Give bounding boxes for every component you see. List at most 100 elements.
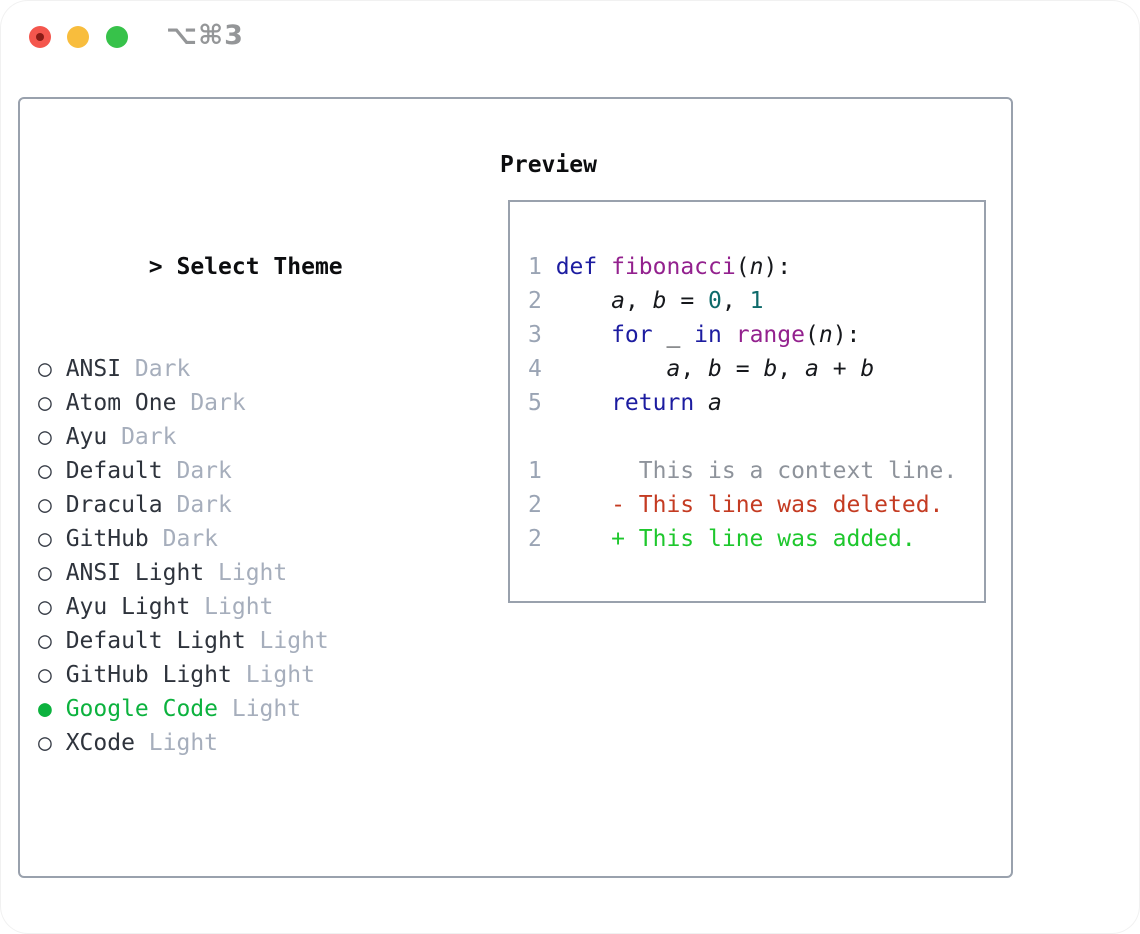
code-token: (	[735, 254, 750, 280]
radio-unselected-icon: ○	[38, 628, 52, 654]
diff-text: This is a context line.	[555, 458, 958, 484]
theme-name: Atom One	[65, 390, 177, 416]
theme-variant: Light	[245, 662, 315, 688]
radio-unselected-icon: ○	[38, 662, 52, 688]
radio-unselected-icon: ○	[38, 458, 52, 484]
code-token: a	[611, 288, 625, 314]
code-token: ):	[832, 322, 861, 348]
theme-name: Ayu Light	[65, 594, 191, 620]
line-number: 3	[528, 322, 542, 348]
zoom-button[interactable]	[106, 26, 128, 48]
radio-unselected-icon: ○	[38, 492, 52, 518]
theme-option[interactable]: ○ ANSI Light Light	[38, 556, 426, 590]
minimize-button[interactable]	[67, 26, 89, 48]
diff-line-context: 1 This is a context line.	[528, 454, 957, 488]
close-button-dot	[36, 33, 44, 41]
theme-option[interactable]: ○ Atom One Dark	[38, 386, 426, 420]
code-token: b	[652, 288, 667, 314]
theme-option[interactable]: ○ Default Light Light	[38, 624, 426, 658]
code-token: a	[805, 356, 819, 382]
code-token: ,	[624, 288, 653, 314]
code-token	[556, 356, 667, 382]
code-token: return	[611, 390, 695, 416]
radio-unselected-icon: ○	[38, 594, 52, 620]
radio-unselected-icon: ○	[38, 356, 52, 382]
code-token	[722, 322, 736, 348]
code-token: b	[763, 356, 778, 382]
theme-variant: Dark	[121, 424, 177, 450]
theme-option[interactable]: ○ ANSI Dark	[38, 352, 426, 386]
theme-variant: Dark	[190, 390, 246, 416]
code-token: b	[860, 356, 875, 382]
diff-text: - This line was deleted.	[555, 492, 944, 518]
code-token	[597, 254, 611, 280]
blank-line	[528, 420, 957, 454]
diff-line-deleted: 2 - This line was deleted.	[528, 488, 957, 522]
theme-name: ANSI Light	[65, 560, 205, 586]
theme-name: GitHub	[65, 526, 149, 552]
theme-variant: Light	[231, 696, 302, 722]
line-number: 4	[528, 356, 542, 382]
theme-name: Default Light	[65, 628, 246, 654]
code-token: a	[708, 390, 722, 416]
code-token: 0	[708, 288, 722, 314]
code-line: 3 for _ in range(n):	[528, 318, 957, 352]
line-number: 5	[528, 390, 542, 416]
radio-unselected-icon: ○	[38, 560, 52, 586]
theme-variant: Light	[259, 628, 329, 654]
code-token: n	[818, 322, 833, 348]
code-token: n	[749, 254, 764, 280]
close-button[interactable]	[29, 26, 51, 48]
line-number: 2	[528, 492, 542, 518]
code-token: =	[666, 288, 709, 314]
code-token: +	[818, 356, 861, 382]
theme-name: XCode	[65, 730, 135, 756]
preview-label: Preview	[500, 152, 597, 178]
theme-name: Google Code	[65, 696, 219, 722]
radio-unselected-icon: ○	[38, 390, 52, 416]
line-number: 1	[528, 458, 542, 484]
code-token: range	[735, 322, 805, 348]
code-line: 5 return a	[528, 386, 957, 420]
code-token: ,	[777, 356, 805, 382]
line-number: 1	[528, 254, 542, 280]
code-token: def	[555, 254, 598, 280]
theme-option[interactable]: ○ GitHub Dark	[38, 522, 426, 556]
select-theme-label: Select Theme	[176, 254, 343, 280]
code-token: ):	[763, 254, 792, 280]
line-number: 2	[528, 288, 542, 314]
theme-option[interactable]: ○ Ayu Light Light	[38, 590, 426, 624]
code-token	[556, 288, 611, 314]
code-line: 1 def fibonacci(n):	[528, 250, 957, 284]
theme-name: GitHub Light	[65, 662, 232, 688]
code-token: =	[721, 356, 764, 382]
radio-unselected-icon: ○	[38, 526, 52, 552]
theme-name: Ayu	[65, 424, 108, 450]
code-line: 2 a, b = 0, 1	[528, 284, 957, 318]
theme-variant: Light	[218, 560, 288, 586]
theme-variant: Dark	[176, 492, 232, 518]
code-token: in	[694, 322, 722, 348]
code-token	[694, 390, 708, 416]
theme-option[interactable]: ○ Default Dark	[38, 454, 426, 488]
spacer	[38, 862, 426, 896]
code-token: fibonacci	[611, 254, 736, 280]
theme-variant: Light	[204, 594, 274, 620]
theme-name: ANSI	[65, 356, 122, 382]
diff-line-added: 2 + This line was added.	[528, 522, 957, 556]
theme-name: Default	[65, 458, 163, 484]
theme-variant: Dark	[176, 458, 232, 484]
theme-option[interactable]: ○ GitHub Light Light	[38, 658, 426, 692]
theme-variant: Dark	[134, 356, 191, 382]
theme-variant: Dark	[162, 526, 219, 552]
code-token: ,	[721, 288, 750, 314]
